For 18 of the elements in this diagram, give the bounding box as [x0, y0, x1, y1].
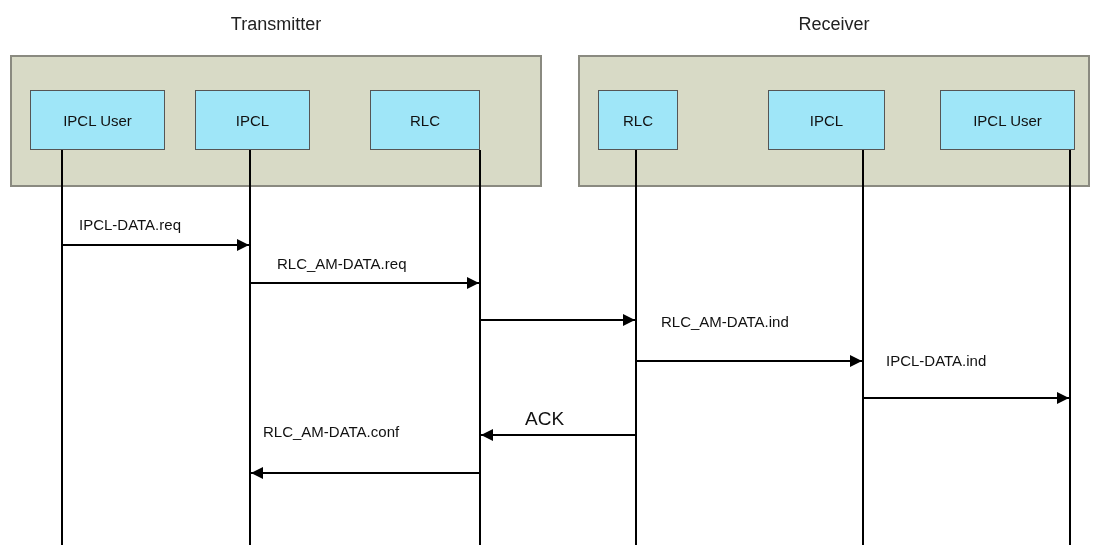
message-arrow [636, 355, 863, 367]
message-arrow [480, 429, 636, 441]
participant-box: RLC [370, 90, 480, 150]
participant-box: IPCL User [30, 90, 165, 150]
edge-label: RLC_AM-DATA.ind [660, 313, 790, 330]
message-arrow [480, 314, 636, 326]
participant-box: IPCL User [940, 90, 1075, 150]
message-arrow [863, 392, 1070, 404]
group-heading: Receiver [797, 14, 871, 35]
group-heading: Transmitter [229, 14, 323, 35]
participant-box: IPCL [195, 90, 310, 150]
edge-label: IPCL-DATA.ind [885, 352, 988, 369]
participant-box: RLC [598, 90, 678, 150]
participant-box: IPCL [768, 90, 885, 150]
message-arrow [62, 239, 250, 251]
edge-label: RLC_AM-DATA.conf [262, 423, 401, 440]
message-arrow [250, 467, 480, 479]
message-arrow [250, 277, 480, 289]
